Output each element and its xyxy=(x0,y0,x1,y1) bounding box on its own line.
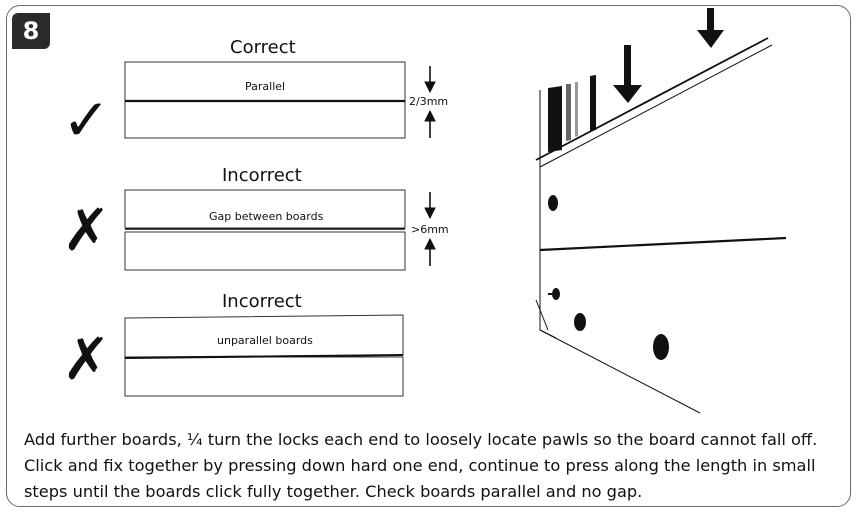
panel-1-measurement: 2/3mm xyxy=(409,95,449,108)
step-number-badge: 8 xyxy=(12,13,50,49)
perspective-assembly-drawing xyxy=(535,37,787,414)
instruction-text: Add further boards, ¼ turn the locks eac… xyxy=(24,430,818,501)
panel-3-heading: Incorrect xyxy=(222,291,302,312)
panel-1-arrow-up-icon xyxy=(424,109,436,138)
panel-3-caption: unparallel boards xyxy=(217,334,313,347)
panel-2-upper-board xyxy=(124,189,406,229)
background-posts xyxy=(548,75,596,152)
panel-2-arrow-up-icon xyxy=(424,237,436,266)
panel-1-caption: Parallel xyxy=(245,80,286,93)
incorrect-cross-icon: ✗ xyxy=(62,325,111,393)
press-down-arrow-icon xyxy=(613,45,642,103)
correct-check-icon: ✓ xyxy=(62,86,111,154)
incorrect-cross-icon: ✗ xyxy=(62,196,111,264)
panel-1-heading: Correct xyxy=(230,37,296,58)
panel-2-lower-board xyxy=(124,231,406,271)
panel-3-lower-board xyxy=(124,356,404,397)
panel-2-measurement: >6mm xyxy=(411,223,449,236)
panel-3-joint-line xyxy=(124,354,404,359)
panel-2-heading: Incorrect xyxy=(222,165,302,186)
press-down-arrow-icon xyxy=(697,8,724,48)
panel-1-arrow-down-icon xyxy=(424,66,436,94)
panel-2-caption: Gap between boards xyxy=(209,210,324,223)
panel-2-arrow-down-icon xyxy=(424,192,436,220)
lock-pawl-icon xyxy=(548,195,669,360)
